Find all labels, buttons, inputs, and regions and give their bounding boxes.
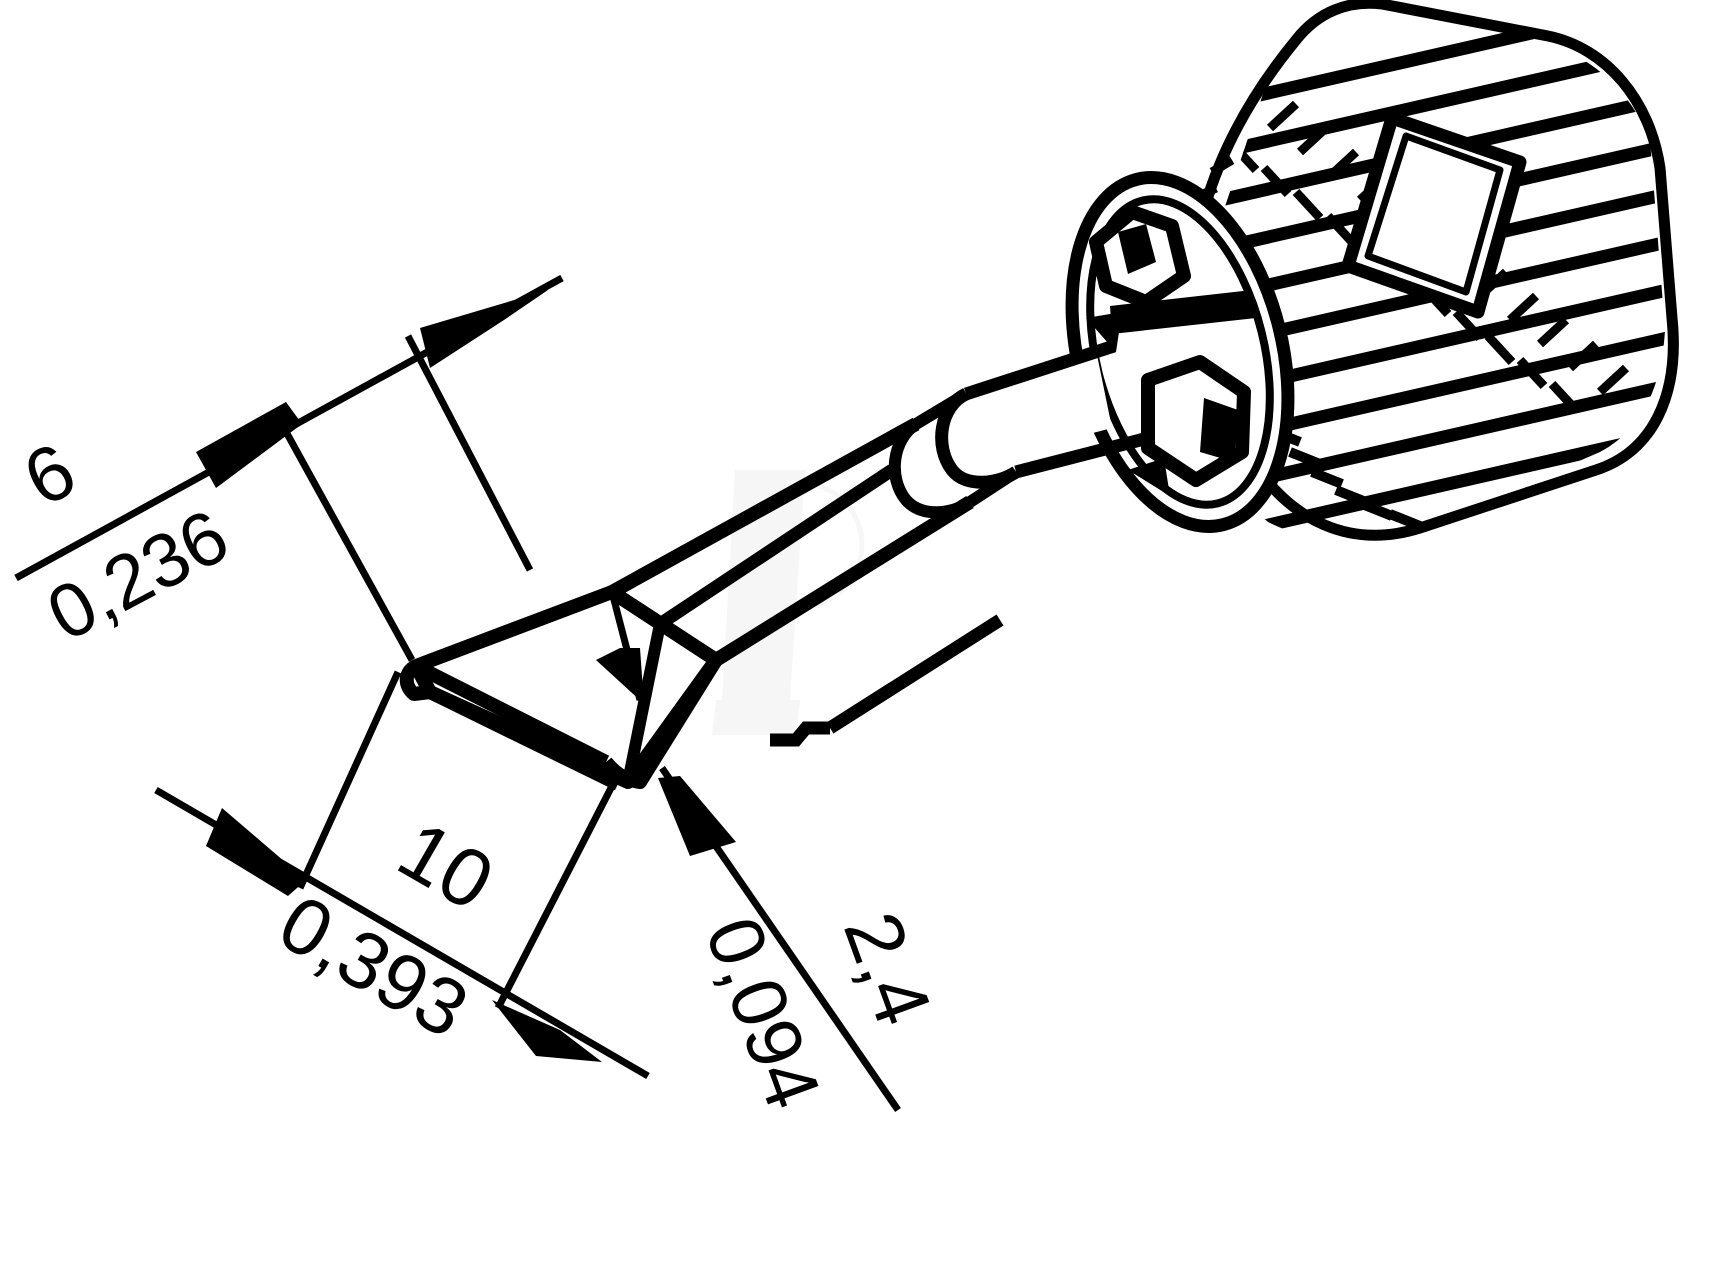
tip-thickness-imperial-label: 0,094	[689, 906, 838, 1120]
tapered-body	[608, 417, 1004, 747]
chisel-blade-tip	[399, 585, 723, 791]
arrowhead-leader	[658, 776, 736, 856]
tip-length-metric-label: 10	[384, 804, 508, 928]
arrowhead-near	[206, 808, 306, 896]
tip-width-dimension: 6 0,236	[10, 274, 564, 662]
bayonet-flange-disc	[1065, 171, 1295, 533]
tip-width-imperial-label: 0,236	[34, 493, 242, 657]
extension-line-left	[270, 408, 416, 662]
extension-line-far	[494, 784, 616, 1010]
arrowhead-right	[420, 290, 548, 368]
tip-thickness-metric-label: 2,4	[827, 901, 949, 1036]
extension-line-right	[404, 334, 534, 572]
tip-width-metric-label: 6	[10, 425, 90, 523]
arrowhead-far	[492, 1000, 602, 1062]
arrowhead-left	[196, 402, 302, 488]
extension-line-near	[296, 670, 402, 890]
knob-face-plate	[1341, 111, 1527, 319]
arrowhead-inner	[596, 648, 644, 704]
